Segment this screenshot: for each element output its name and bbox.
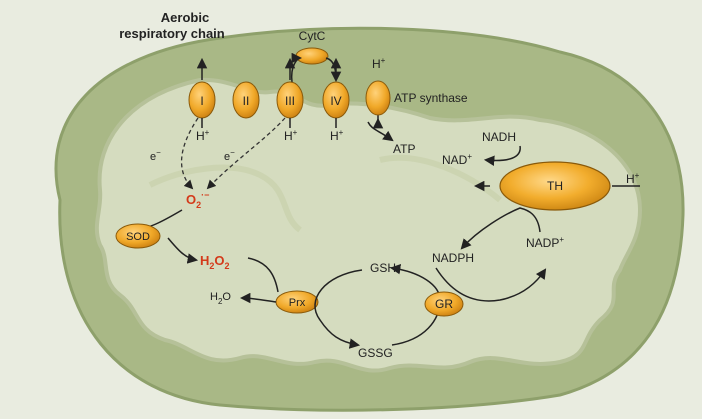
atp-synthase-label: ATP synthase bbox=[394, 91, 468, 105]
svg-text:H2O2: H2O2 bbox=[200, 253, 230, 271]
gsh-label: GSH bbox=[370, 261, 396, 275]
electron-leak-arrow bbox=[206, 117, 286, 190]
nadph-to-nadp-arc bbox=[435, 267, 547, 302]
svg-text:H+: H+ bbox=[372, 56, 386, 71]
svg-text:NADP+: NADP+ bbox=[526, 235, 564, 250]
svg-text:SOD: SOD bbox=[126, 231, 150, 243]
th-enzyme: TH bbox=[473, 161, 640, 211]
atp-synthase: H+ bbox=[365, 56, 394, 142]
svg-text:IV: IV bbox=[330, 94, 341, 108]
complex-I: I bbox=[188, 57, 216, 128]
nadh-to-nad-arc bbox=[483, 145, 521, 166]
gr-enzyme: GR bbox=[424, 291, 464, 317]
svg-text:I: I bbox=[200, 94, 203, 108]
cristae-fold bbox=[379, 154, 502, 203]
superoxide-label: O2·− bbox=[186, 190, 209, 210]
gssg-label: GSSG bbox=[358, 346, 393, 360]
proton-label: H+ bbox=[196, 128, 210, 143]
cytc-protein bbox=[295, 47, 329, 65]
proton-label: H+ bbox=[330, 128, 344, 143]
complex-III: III bbox=[276, 57, 304, 128]
svg-text:H+: H+ bbox=[196, 128, 210, 143]
svg-text:III: III bbox=[285, 94, 295, 108]
cytc-label: CytC bbox=[299, 29, 326, 43]
sod-enzyme: SOD bbox=[115, 223, 161, 249]
svg-text:Prx: Prx bbox=[289, 297, 306, 309]
svg-text:GR: GR bbox=[435, 297, 453, 311]
chain-title: Aerobic bbox=[161, 10, 209, 25]
proton-label: H+ bbox=[284, 128, 298, 143]
nadph-label: NADPH bbox=[432, 251, 474, 265]
electron-leak-arrow bbox=[180, 117, 199, 190]
svg-text:TH: TH bbox=[547, 179, 563, 193]
svg-text:H2O: H2O bbox=[210, 291, 231, 306]
nad-label: NAD+ bbox=[442, 152, 472, 167]
water-label: H2O bbox=[210, 291, 231, 306]
electron-label: e− bbox=[224, 148, 235, 163]
nadp-to-nadph-arc bbox=[460, 207, 541, 250]
complex-II: II bbox=[232, 81, 260, 119]
nadh-label: NADH bbox=[482, 130, 516, 144]
svg-text:e−: e− bbox=[224, 148, 235, 163]
th-proton-label: H+ bbox=[626, 171, 640, 186]
prx-to-water-arrow bbox=[239, 292, 277, 304]
svg-text:e−: e− bbox=[150, 148, 161, 163]
svg-text:H+: H+ bbox=[330, 128, 344, 143]
sod-to-h2o2-arrow bbox=[167, 237, 199, 264]
h2o2-to-prx-arrow bbox=[247, 257, 279, 293]
h2o2-label: H2O2 bbox=[200, 253, 230, 271]
atp-label: ATP bbox=[393, 142, 415, 156]
svg-text:II: II bbox=[243, 94, 250, 108]
gsh-to-gssg-arc bbox=[314, 269, 363, 349]
electron-label: e− bbox=[150, 148, 161, 163]
svg-text:NAD+: NAD+ bbox=[442, 152, 472, 167]
complex-IV: IV bbox=[322, 57, 350, 128]
cristae-fold bbox=[148, 164, 302, 233]
svg-text:H+: H+ bbox=[626, 171, 640, 186]
inner-membrane bbox=[94, 77, 643, 373]
svg-text:O2·−: O2·− bbox=[186, 190, 209, 210]
svg-text:H+: H+ bbox=[284, 128, 298, 143]
nadp-label: NADP+ bbox=[526, 235, 564, 250]
prx-enzyme: Prx bbox=[275, 290, 319, 314]
chain-title: respiratory chain bbox=[119, 26, 225, 41]
